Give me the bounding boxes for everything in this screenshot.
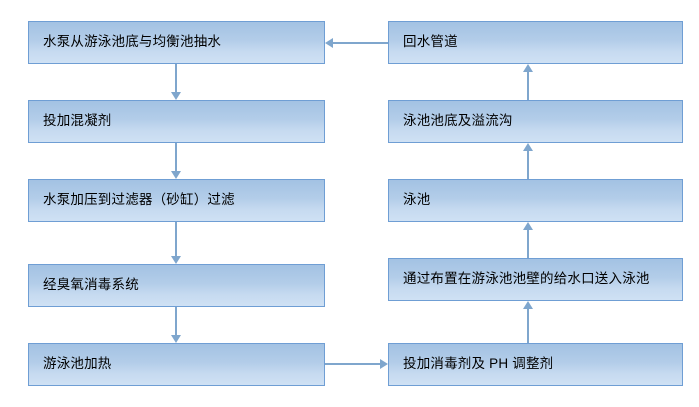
node-label: 泳池 <box>403 192 431 208</box>
node-label: 投加消毒剂及 PH 调整剂 <box>403 356 554 372</box>
process-node-return-pipeline[interactable]: 回水管道 <box>388 21 683 64</box>
node-label: 水泵从游泳池底与均衡池抽水 <box>43 34 222 50</box>
process-node-pool[interactable]: 泳池 <box>388 179 683 222</box>
process-node-pool-bottom-overflow[interactable]: 泳池池底及溢流沟 <box>388 100 683 143</box>
node-label: 回水管道 <box>403 34 458 50</box>
process-node-pool-heating[interactable]: 游泳池加热 <box>28 343 325 386</box>
node-label: 水泵加压到过滤器（砂缸）过滤 <box>43 192 235 208</box>
node-label: 经臭氧消毒系统 <box>43 277 139 293</box>
node-label: 泳池池底及溢流沟 <box>403 113 513 129</box>
node-label: 通过布置在游泳池池壁的给水口送入泳池 <box>403 271 650 287</box>
process-node-pump-intake[interactable]: 水泵从游泳池底与均衡池抽水 <box>28 21 325 64</box>
process-node-sand-filter[interactable]: 水泵加压到过滤器（砂缸）过滤 <box>28 179 325 222</box>
process-node-ozone-disinfection[interactable]: 经臭氧消毒系统 <box>28 264 325 307</box>
node-label: 游泳池加热 <box>43 356 112 372</box>
process-node-coagulant-dosing[interactable]: 投加混凝剂 <box>28 100 325 143</box>
node-label: 投加混凝剂 <box>43 113 112 129</box>
process-node-wall-inlet-supply[interactable]: 通过布置在游泳池池壁的给水口送入泳池 <box>388 258 683 301</box>
process-node-disinfectant-ph-dosing[interactable]: 投加消毒剂及 PH 调整剂 <box>388 343 683 386</box>
